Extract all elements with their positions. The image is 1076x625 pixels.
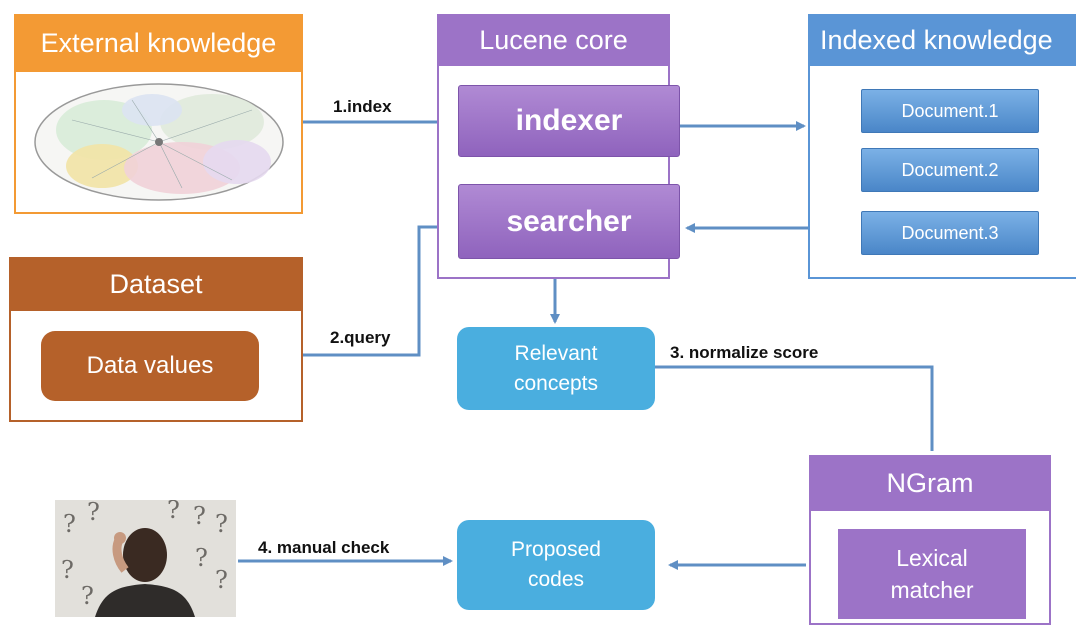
svg-text:?: ? <box>87 500 100 526</box>
external-knowledge-panel: External knowledge <box>14 14 303 214</box>
ngram-title: NGram <box>809 455 1051 511</box>
step-index-label: 1.index <box>333 97 392 116</box>
data-values-box: Data values <box>41 331 259 401</box>
document-2-box: Document.2 <box>861 148 1039 192</box>
svg-text:?: ? <box>63 510 76 538</box>
indexer-box: indexer <box>458 85 680 157</box>
ngram-panel: NGram Lexical matcher <box>809 455 1051 625</box>
lexical-matcher-label: Lexical matcher <box>890 545 974 603</box>
lexical-matcher-box: Lexical matcher <box>838 529 1026 619</box>
relevant-concepts-label: Relevant concepts <box>513 341 599 395</box>
svg-text:?: ? <box>215 510 228 538</box>
svg-text:?: ? <box>193 502 206 530</box>
lucene-core-title: Lucene core <box>437 14 670 66</box>
svg-text:?: ? <box>81 582 94 610</box>
svg-text:?: ? <box>215 566 228 594</box>
normalize-line <box>655 365 934 451</box>
step-normalize-label: 3. normalize score <box>670 343 819 362</box>
step-query-label: 2.query <box>330 328 391 347</box>
indexed-knowledge-title: Indexed knowledge <box>808 14 1076 66</box>
proposed-codes-box: Proposed codes <box>457 520 655 610</box>
dataset-panel: Dataset Data values <box>9 257 303 422</box>
document-3-box: Document.3 <box>861 211 1039 255</box>
step-manual-check-label: 4. manual check <box>258 538 390 557</box>
searcher-box: searcher <box>458 184 680 259</box>
dataset-title: Dataset <box>9 257 303 311</box>
document-1-box: Document.1 <box>861 89 1039 133</box>
proposed-codes-label: Proposed codes <box>511 538 601 591</box>
ontology-graph-image <box>34 83 284 201</box>
svg-text:?: ? <box>195 544 208 572</box>
svg-text:?: ? <box>61 556 74 584</box>
relevant-concepts-box: Relevant concepts <box>457 327 655 410</box>
external-knowledge-title: External knowledge <box>14 14 303 72</box>
svg-text:?: ? <box>167 500 180 524</box>
query-arrow <box>303 222 451 357</box>
thinking-person-image: ??? ??? ??? <box>55 500 236 617</box>
